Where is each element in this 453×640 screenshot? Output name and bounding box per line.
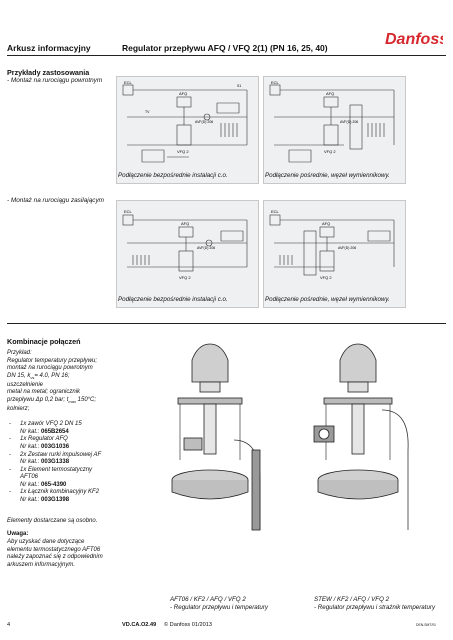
diagram-direct-supply: ECL AFQ VFQ 2 AVF(D) 206 <box>116 200 259 308</box>
uwaga-title: Uwaga: <box>7 531 29 537</box>
section-title-examples: Przykłady zastosowania <box>7 68 90 77</box>
note-separate: Elementy dostarczane są osobno. <box>7 518 98 524</box>
example-line-1: Regulator temperatury przepływu; <box>7 357 98 364</box>
diagram-indirect-return: ECL AFQ VFQ 2 AVF(D) 206 <box>263 76 406 184</box>
footer-small: DEN-SMT/SI <box>416 623 436 627</box>
example-line-8: 150°C; <box>77 396 97 403</box>
header-rule <box>7 55 446 56</box>
example-line-5: metal na metal; ogranicznik <box>7 389 81 396</box>
lbl-afq-3: AFQ <box>181 221 189 226</box>
section-title-combinations: Kombinacje połączeń <box>7 337 81 346</box>
danfoss-logo: Danfoss <box>385 27 448 49</box>
lbl-vfq2-3: VFQ 2 <box>179 275 191 280</box>
product-image-stew <box>312 340 414 535</box>
section-rule <box>7 323 446 324</box>
logo-text: Danfoss <box>385 31 443 48</box>
example-line-7: 0,2 bar; t <box>44 396 69 403</box>
footer-code: VD.CA.O2.49 <box>122 622 157 628</box>
lbl-vfq2-2: VFQ 2 <box>324 149 336 154</box>
example-title: Przykład: <box>7 350 32 356</box>
lbl-vfq2-4: VFQ 2 <box>320 275 332 280</box>
subtitle-return: - Montaż na rurociągu powrotnym <box>7 77 103 84</box>
doc-type: Arkusz informacyjny <box>7 43 91 53</box>
page-number: 4 <box>7 622 11 628</box>
example-line-4: = 4.0, PN 16; uszczelnienie <box>7 372 70 388</box>
example-line-9: kolnierz; <box>7 405 30 412</box>
caption-indirect-return: Podłączenie pośrednie, węzeł wymiennikow… <box>265 172 390 179</box>
photo-caption-2-line1: STEW / KF2 / AFQ / VFQ 2 <box>314 596 390 603</box>
lbl-av-4: AVF(D) 206 <box>338 246 356 250</box>
example-line-3: DN 15, k <box>7 372 31 379</box>
lbl-ecl: ECL <box>124 80 133 85</box>
lbl-afq-2: AFQ <box>326 91 334 96</box>
photo-caption-2-line2: - Regulator przepływu i strażnik tempera… <box>314 604 436 611</box>
caption-direct-return: Podłączenie bezpośrednie instalacji c.o. <box>118 172 228 179</box>
lbl-ecl-4: ECL <box>271 209 280 214</box>
diagram-direct-return: ECL AFQ VFQ 2 AVF(D) 206 TV S1 <box>116 76 259 184</box>
product-image-aft06 <box>170 340 272 535</box>
caption-indirect-supply: Podłączenie pośrednie, węzeł wymiennikow… <box>265 296 390 303</box>
caption-direct-supply: Podłączenie bezpośrednie instalacji c.o. <box>118 296 228 303</box>
lbl-av: AVF(D) 206 <box>195 120 213 124</box>
lbl-afq: AFQ <box>179 91 187 96</box>
example-text: Przykład: Regulator temperatury przepływ… <box>7 350 105 505</box>
footer-copyright: © Danfoss 01/2013 <box>164 622 212 628</box>
lbl-av-2: AVF(D) 206 <box>340 120 358 124</box>
example-line-6: przepływu Δp <box>7 396 44 403</box>
lbl-vfq2: VFQ 2 <box>177 149 189 154</box>
photo-caption-1-line2: - Regulator przepływu i temperatury <box>170 604 269 611</box>
lbl-ecl-2: ECL <box>271 80 280 85</box>
lbl-av-3: AVF(D) 206 <box>197 246 215 250</box>
diagram-indirect-supply: ECL AFQ VFQ 2 AVF(D) 206 <box>263 200 406 308</box>
photo-caption-1-line1: AFT06 / KF2 / AFQ / VFQ 2 <box>170 596 246 603</box>
lbl-ecl-3: ECL <box>124 209 133 214</box>
doc-title: Regulator przepływu AFQ / VFQ 2(1) (PN 1… <box>122 43 328 53</box>
uwaga-text: Aby uzyskać dane dotyczące elementu term… <box>7 539 103 568</box>
lbl-tv: TV <box>145 110 150 114</box>
lbl-afq-4: AFQ <box>322 221 330 226</box>
subtitle-supply: - Montaż na rurociągu zasilającym <box>7 197 104 204</box>
lbl-s1: S1 <box>237 84 241 88</box>
example-line-2: montaż na rurociągu powrotnym <box>7 365 93 372</box>
